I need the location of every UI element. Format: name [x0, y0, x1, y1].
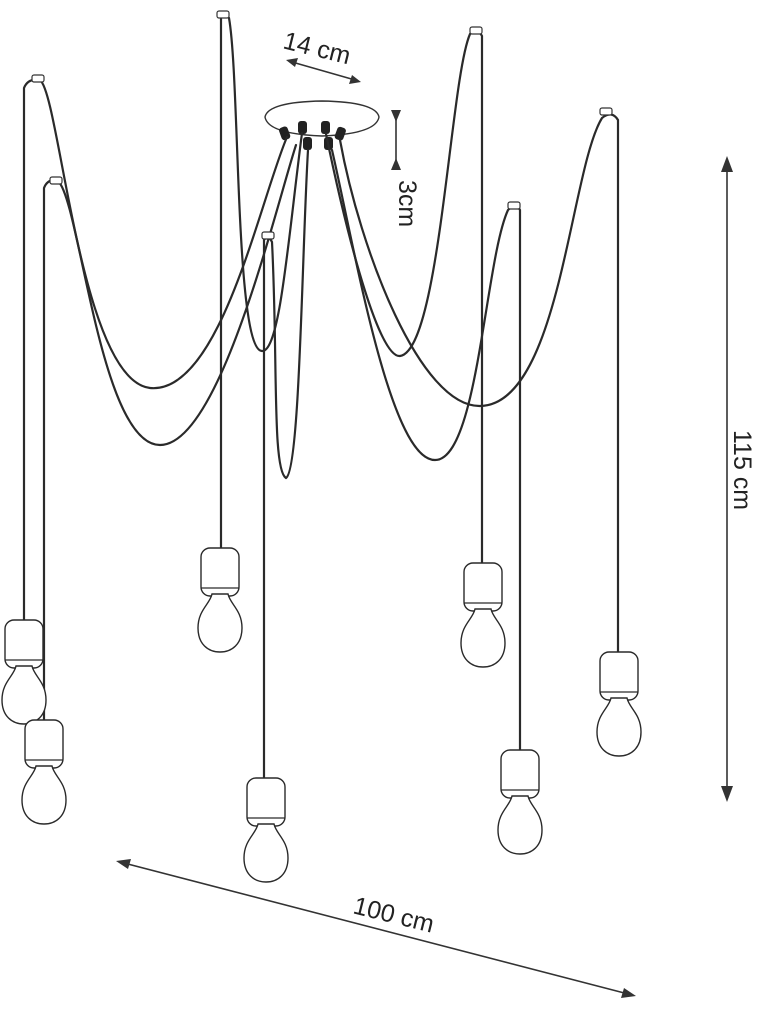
canopy-height-label: 3cm: [393, 180, 421, 227]
pendant-lamp-1: [1, 619, 47, 725]
cable-6: [338, 113, 620, 657]
canopy-width-dimension: 14 cm: [281, 27, 361, 84]
pendant-lamp-4: [243, 777, 289, 883]
cable-1: [22, 78, 289, 627]
pendant-lamp-6: [497, 749, 543, 855]
total-height-label: 115 cm: [728, 430, 756, 510]
pendant-lamp-7: [596, 651, 642, 757]
total-height-dimension: 115 cm: [721, 156, 756, 802]
total-width-dimension: 100 cm: [116, 859, 636, 998]
ceiling-canopy: [264, 100, 380, 150]
pendant-lamp-5: [460, 562, 506, 668]
cable-4: [262, 148, 310, 784]
cable-hooks: [31, 10, 613, 240]
pendant-lamp-2: [21, 719, 67, 825]
pendant-lamp-3: [197, 547, 243, 653]
cable-2: [42, 143, 298, 725]
canopy-height-dimension: 3cm: [391, 110, 421, 227]
total-width-label: 100 cm: [351, 892, 437, 939]
